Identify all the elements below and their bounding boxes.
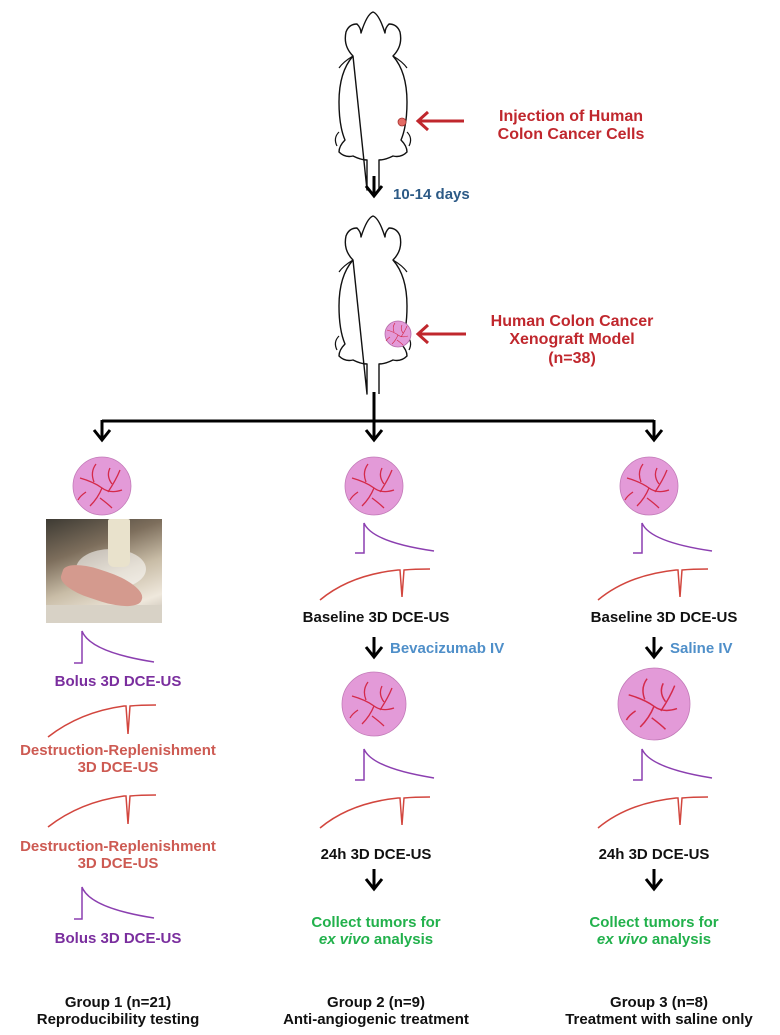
curve-g3-dr-baseline	[597, 568, 709, 601]
tumor-group2-baseline	[344, 456, 404, 516]
xenograft-label: Human Colon Cancer Xenograft Model (n=38…	[464, 313, 680, 368]
g2-title-block: Group 2 (n=9) Anti-angiogenic treatment	[254, 994, 498, 1029]
tumor-group1	[72, 456, 132, 516]
curve-g1-bolus-a	[74, 630, 155, 664]
curve-g1-dr-a	[47, 704, 157, 738]
g1-dr-a-label: Destruction-Replenishment 3D DCE-US	[0, 742, 246, 777]
photo-base	[46, 605, 162, 623]
g3-baseline-label: Baseline 3D DCE-US	[590, 609, 738, 626]
curve-g3-dr-followup	[597, 796, 709, 829]
days-label: 10-14 days	[393, 186, 470, 203]
injection-label: Injection of Human Colon Cancer Cells	[466, 108, 676, 145]
g3-collect-line2: ex vivo analysis	[542, 931, 766, 948]
curve-g1-bolus-b	[74, 886, 155, 920]
g3-collect-line1: Collect tumors for	[589, 914, 719, 931]
curve-g2-dr-followup	[319, 796, 431, 829]
g3-collect-arrow-icon	[644, 867, 664, 891]
g2-treatment-arrow-icon	[364, 635, 384, 659]
xenograft-label-line1: Human Colon Cancer	[490, 313, 654, 330]
g1-title-block: Group 1 (n=21) Reproducibility testing	[0, 994, 236, 1029]
injection-arrow-icon	[415, 110, 464, 132]
g1-dr-a-line1: Destruction-Replenishment	[20, 742, 216, 759]
g1-subtitle: Reproducibility testing	[36, 1011, 200, 1029]
g2-baseline-label: Baseline 3D DCE-US	[302, 609, 450, 626]
g3-title: Group 3 (n=8)	[610, 994, 708, 1011]
g2-subtitle: Anti-angiogenic treatment	[283, 1011, 469, 1029]
branch-connector	[102, 392, 654, 423]
g2-treatment-label: Bevacizumab IV	[390, 640, 505, 657]
g2-collect-arrow-icon	[364, 867, 384, 891]
g3-followup-label: 24h 3D DCE-US	[598, 846, 710, 863]
g1-dr-b-line1: Destruction-Replenishment	[20, 838, 216, 855]
g3-collect-label: Collect tumors for ex vivo analysis	[542, 914, 766, 949]
branch-arrow-group3-icon	[644, 418, 664, 442]
xenograft-label-line3: (n=38)	[548, 349, 596, 367]
imaging-setup-photo	[46, 519, 162, 623]
g1-dr-a-line2: 3D DCE-US	[77, 759, 159, 777]
mouse-top	[334, 11, 412, 191]
g3-treatment-arrow-icon	[644, 635, 664, 659]
g3-subtitle: Treatment with saline only	[565, 1011, 753, 1029]
g1-dr-b-label: Destruction-Replenishment 3D DCE-US	[0, 838, 246, 873]
curve-g3-bolus-followup	[633, 748, 713, 781]
curve-g2-bolus-baseline	[355, 522, 435, 554]
branch-arrow-group1-icon	[92, 418, 112, 442]
g3-collect-rest: analysis	[647, 931, 712, 949]
g1-bolus-b-label: Bolus 3D DCE-US	[54, 930, 182, 947]
xenograft-label-line2: Xenograft Model	[509, 331, 635, 349]
g1-bolus-a-label: Bolus 3D DCE-US	[54, 673, 182, 690]
branch-arrow-group2-icon	[364, 418, 384, 442]
g2-collect-rest: analysis	[369, 931, 434, 949]
tumor-group3-baseline	[619, 456, 679, 516]
xenograft-tumor	[384, 320, 412, 348]
g3-title-block: Group 3 (n=8) Treatment with saline only	[543, 994, 775, 1029]
tumor-group2-followup	[341, 671, 407, 737]
curve-g2-bolus-followup	[355, 748, 435, 781]
g2-followup-label: 24h 3D DCE-US	[320, 846, 432, 863]
g3-treatment-label: Saline IV	[670, 640, 733, 657]
g2-collect-line1: Collect tumors for	[311, 914, 441, 931]
g2-collect-line2: ex vivo analysis	[264, 931, 488, 948]
mouse-xenograft	[334, 215, 412, 395]
g1-title: Group 1 (n=21)	[64, 994, 172, 1011]
photo-probe	[108, 519, 130, 567]
tumor-group3-followup	[617, 667, 691, 741]
g2-title: Group 2 (n=9)	[327, 994, 425, 1011]
g2-collect-italic: ex vivo	[318, 931, 370, 949]
injection-label-line1: Injection of Human	[499, 108, 643, 125]
curve-g3-bolus-baseline	[633, 522, 713, 554]
injected-cells-dot	[397, 117, 407, 127]
g2-collect-label: Collect tumors for ex vivo analysis	[264, 914, 488, 949]
xenograft-arrow-icon	[415, 323, 466, 345]
curve-g2-dr-baseline	[319, 568, 431, 601]
injection-label-line2: Colon Cancer Cells	[497, 126, 645, 144]
g3-collect-italic: ex vivo	[596, 931, 648, 949]
curve-g1-dr-b	[47, 794, 157, 828]
g1-dr-b-line2: 3D DCE-US	[77, 855, 159, 873]
